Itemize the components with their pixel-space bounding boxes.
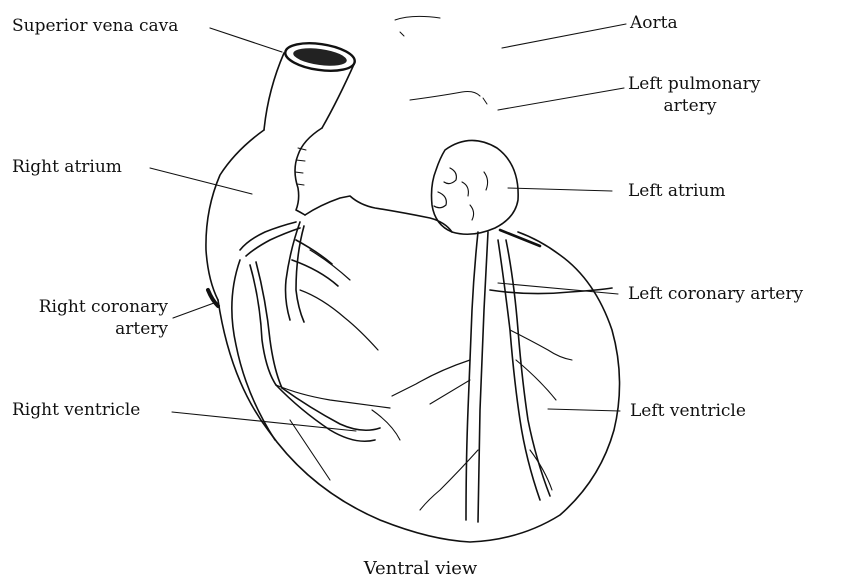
label-superior-vena-cava: Superior vena cava [12, 16, 178, 36]
pulmonary-fragment [483, 98, 487, 104]
leader-right-atrium [150, 168, 252, 194]
label-left-atrium: Left atrium [628, 181, 725, 201]
label-left-pulmonary-line2: artery [628, 96, 752, 116]
leader-left-atrium [508, 188, 612, 191]
leader-aorta [502, 24, 626, 48]
leader-lines [150, 24, 626, 431]
label-left-ventricle: Left ventricle [630, 401, 746, 421]
label-aorta: Aorta [630, 13, 678, 33]
pulmonary-fragment [410, 92, 480, 101]
label-right-coronary-line2: artery [10, 319, 168, 339]
label-right-coronary-line1: Right coronary [10, 297, 168, 317]
aorta-fragment [400, 32, 404, 36]
aorta-fragment [395, 16, 440, 20]
leader-right-ventricle [172, 412, 356, 431]
pulmonary-trunk-shape [305, 196, 452, 232]
leader-right-coronary-artery [173, 303, 214, 318]
left-atrium-shape [432, 140, 519, 234]
leader-left-ventricle [548, 409, 620, 411]
superior-vena-cava-shape [264, 39, 356, 130]
label-right-atrium: Right atrium [12, 157, 122, 177]
leader-left-pulmonary-artery [498, 88, 624, 110]
label-right-ventricle: Right ventricle [12, 400, 140, 420]
coronary-vessels [250, 222, 612, 522]
leader-superior-vena-cava [210, 28, 282, 52]
label-left-coronary-artery: Left coronary artery [628, 284, 803, 304]
heart-outline-left-edge [232, 260, 275, 440]
right-atrium-border [295, 128, 322, 215]
caption: Ventral view [0, 559, 841, 579]
label-left-pulmonary-line1: Left pulmonary [628, 74, 760, 94]
